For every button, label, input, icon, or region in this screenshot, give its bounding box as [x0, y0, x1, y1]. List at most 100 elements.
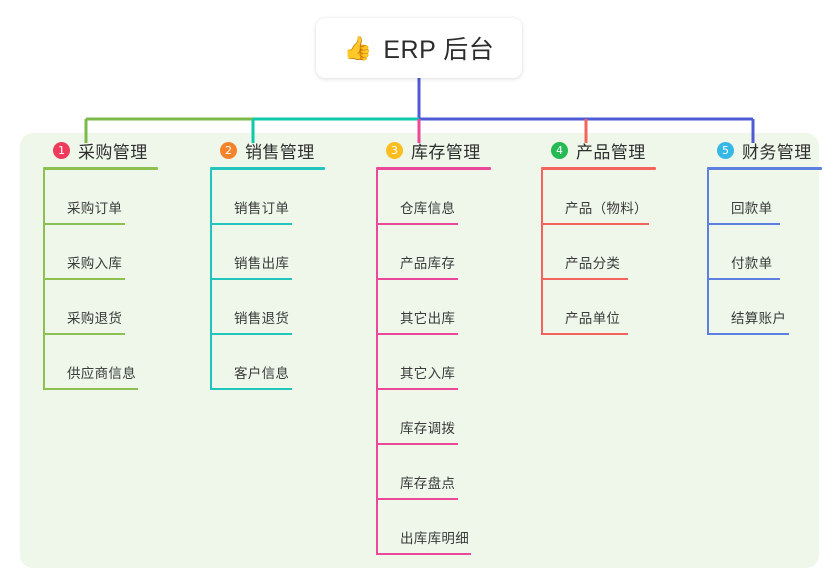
column-badge-2: 2: [220, 141, 237, 159]
list-item-label: 其它出库: [400, 311, 456, 326]
column-badge-3: 3: [386, 141, 403, 159]
column-body-1: 采购订单采购入库采购退货供应商信息: [43, 170, 193, 390]
list-item-label: 采购退货: [67, 311, 123, 326]
list-item-underline: [707, 223, 780, 225]
list-item-label: 产品单位: [565, 311, 621, 326]
list-item-label: 供应商信息: [67, 366, 136, 381]
list-item-underline: [210, 333, 292, 335]
list-item-underline: [541, 223, 649, 225]
list-item-label: 其它入库: [400, 366, 456, 381]
list-item[interactable]: 采购退货: [43, 280, 193, 335]
column-2: 2 销售管理销售订单销售出库销售退货客户信息: [200, 133, 360, 390]
list-item-underline: [541, 278, 628, 280]
list-item-label: 销售出库: [234, 256, 290, 271]
list-item-label: 销售退货: [234, 311, 290, 326]
list-item[interactable]: 其它出库: [376, 280, 526, 335]
column-body-2: 销售订单销售出库销售退货客户信息: [210, 170, 360, 390]
list-item[interactable]: 结算账户: [707, 280, 839, 335]
column-spine-2: [210, 170, 212, 390]
columns-container: 1 采购管理采购订单采购入库采购退货供应商信息 2 销售管理销售订单销售出库销售退货客…: [0, 133, 839, 568]
list-item[interactable]: 采购订单: [43, 170, 193, 225]
column-body-4: 产品（物料） 产品分类产品单位: [541, 170, 691, 335]
list-item-underline: [43, 388, 138, 390]
root-node[interactable]: 👍 ERP 后台: [316, 18, 522, 78]
list-item-label: 产品库存: [400, 256, 456, 271]
list-item-underline: [376, 333, 458, 335]
column-underline-5: [707, 167, 822, 170]
list-item-underline: [43, 333, 125, 335]
column-body-5: 回款单付款单结算账户: [707, 170, 839, 335]
list-item[interactable]: 回款单: [707, 170, 839, 225]
list-item[interactable]: 产品（物料）: [541, 170, 691, 225]
list-item-label: 库存调拨: [400, 421, 456, 436]
list-item-underline: [376, 443, 458, 445]
column-spine-4: [541, 170, 543, 335]
list-item-label: 仓库信息: [400, 201, 456, 216]
column-header-4[interactable]: 4 产品管理: [531, 133, 691, 167]
list-item[interactable]: 采购入库: [43, 225, 193, 280]
column-underline-1: [43, 167, 158, 170]
list-item[interactable]: 产品分类: [541, 225, 691, 280]
list-item[interactable]: 销售订单: [210, 170, 360, 225]
list-item[interactable]: 付款单: [707, 225, 839, 280]
list-item[interactable]: 产品库存: [376, 225, 526, 280]
list-item-underline: [376, 498, 458, 500]
list-item[interactable]: 库存调拨: [376, 390, 526, 445]
list-item-underline: [210, 388, 292, 390]
list-item-underline: [43, 223, 125, 225]
list-item-underline: [376, 553, 471, 555]
column-1: 1 采购管理采购订单采购入库采购退货供应商信息: [33, 133, 193, 390]
root-title: ERP 后台: [383, 36, 495, 64]
list-item[interactable]: 出库库明细: [376, 500, 526, 555]
list-item-underline: [541, 333, 628, 335]
column-spine-5: [707, 170, 709, 335]
column-title-3: 库存管理: [411, 142, 481, 162]
list-item-label: 结算账户: [731, 311, 787, 326]
list-item-label: 库存盘点: [400, 476, 456, 491]
list-item-underline: [707, 333, 789, 335]
list-item-label: 销售订单: [234, 201, 290, 216]
column-body-3: 仓库信息产品库存其它出库其它入库库存调拨库存盘点出库库明细: [376, 170, 526, 555]
list-item[interactable]: 供应商信息: [43, 335, 193, 390]
column-underline-3: [376, 167, 491, 170]
list-item-label: 产品分类: [565, 256, 621, 271]
column-header-2[interactable]: 2 销售管理: [200, 133, 360, 167]
list-item-underline: [376, 223, 458, 225]
list-item-label: 出库库明细: [400, 531, 469, 546]
list-item-underline: [376, 388, 458, 390]
list-item-label: 产品（物料）: [565, 201, 648, 216]
column-spine-1: [43, 170, 45, 390]
column-badge-4: 4: [551, 141, 568, 159]
list-item[interactable]: 销售退货: [210, 280, 360, 335]
list-item-underline: [210, 278, 292, 280]
list-item[interactable]: 仓库信息: [376, 170, 526, 225]
list-item[interactable]: 库存盘点: [376, 445, 526, 500]
list-item[interactable]: 其它入库: [376, 335, 526, 390]
list-item-label: 客户信息: [234, 366, 290, 381]
list-item[interactable]: 销售出库: [210, 225, 360, 280]
column-underline-4: [541, 167, 656, 170]
list-item-underline: [210, 223, 292, 225]
column-header-1[interactable]: 1 采购管理: [33, 133, 193, 167]
column-header-3[interactable]: 3 库存管理: [366, 133, 526, 167]
column-4: 4 产品管理产品（物料） 产品分类产品单位: [531, 133, 691, 335]
column-title-4: 产品管理: [576, 142, 646, 162]
column-badge-1: 1: [53, 141, 70, 159]
list-item-underline: [43, 278, 125, 280]
list-item-label: 采购订单: [67, 201, 123, 216]
list-item[interactable]: 客户信息: [210, 335, 360, 390]
list-item-label: 采购入库: [67, 256, 123, 271]
column-title-1: 采购管理: [78, 142, 148, 162]
thumbs-up-icon: 👍: [343, 34, 373, 61]
column-underline-2: [210, 167, 325, 170]
list-item-label: 回款单: [731, 201, 773, 216]
column-title-2: 销售管理: [245, 142, 315, 162]
column-3: 3 库存管理仓库信息产品库存其它出库其它入库库存调拨库存盘点出库库明细: [366, 133, 526, 555]
list-item[interactable]: 产品单位: [541, 280, 691, 335]
column-badge-5: 5: [717, 141, 734, 159]
column-spine-3: [376, 170, 378, 555]
list-item-underline: [707, 278, 780, 280]
diagram-panel: [20, 133, 819, 568]
